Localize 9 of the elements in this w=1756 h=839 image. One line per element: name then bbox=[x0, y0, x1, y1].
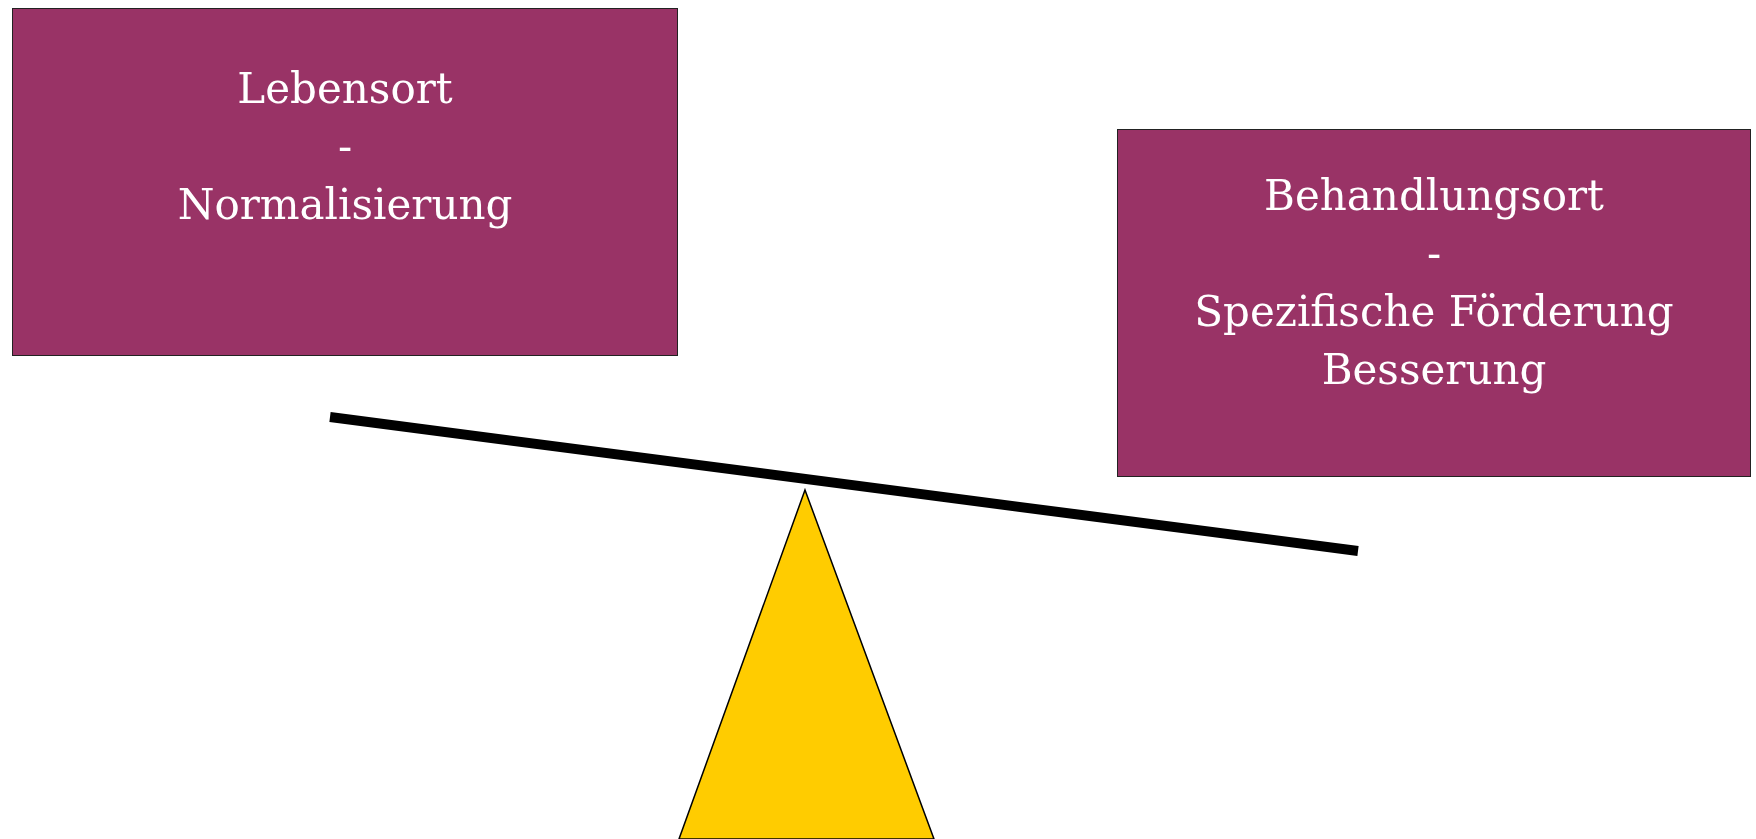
box-text: - bbox=[1426, 228, 1442, 280]
box-text: Normalisierung bbox=[177, 179, 513, 231]
text-box bbox=[12, 8, 678, 356]
box-text: Lebensort bbox=[237, 63, 453, 115]
box-text: Besserung bbox=[1321, 344, 1547, 396]
box-text: - bbox=[337, 121, 353, 173]
box-text: Behandlungsort bbox=[1264, 170, 1604, 222]
box-text: Spezifische Förderung bbox=[1194, 286, 1674, 338]
text-box bbox=[1117, 129, 1751, 477]
